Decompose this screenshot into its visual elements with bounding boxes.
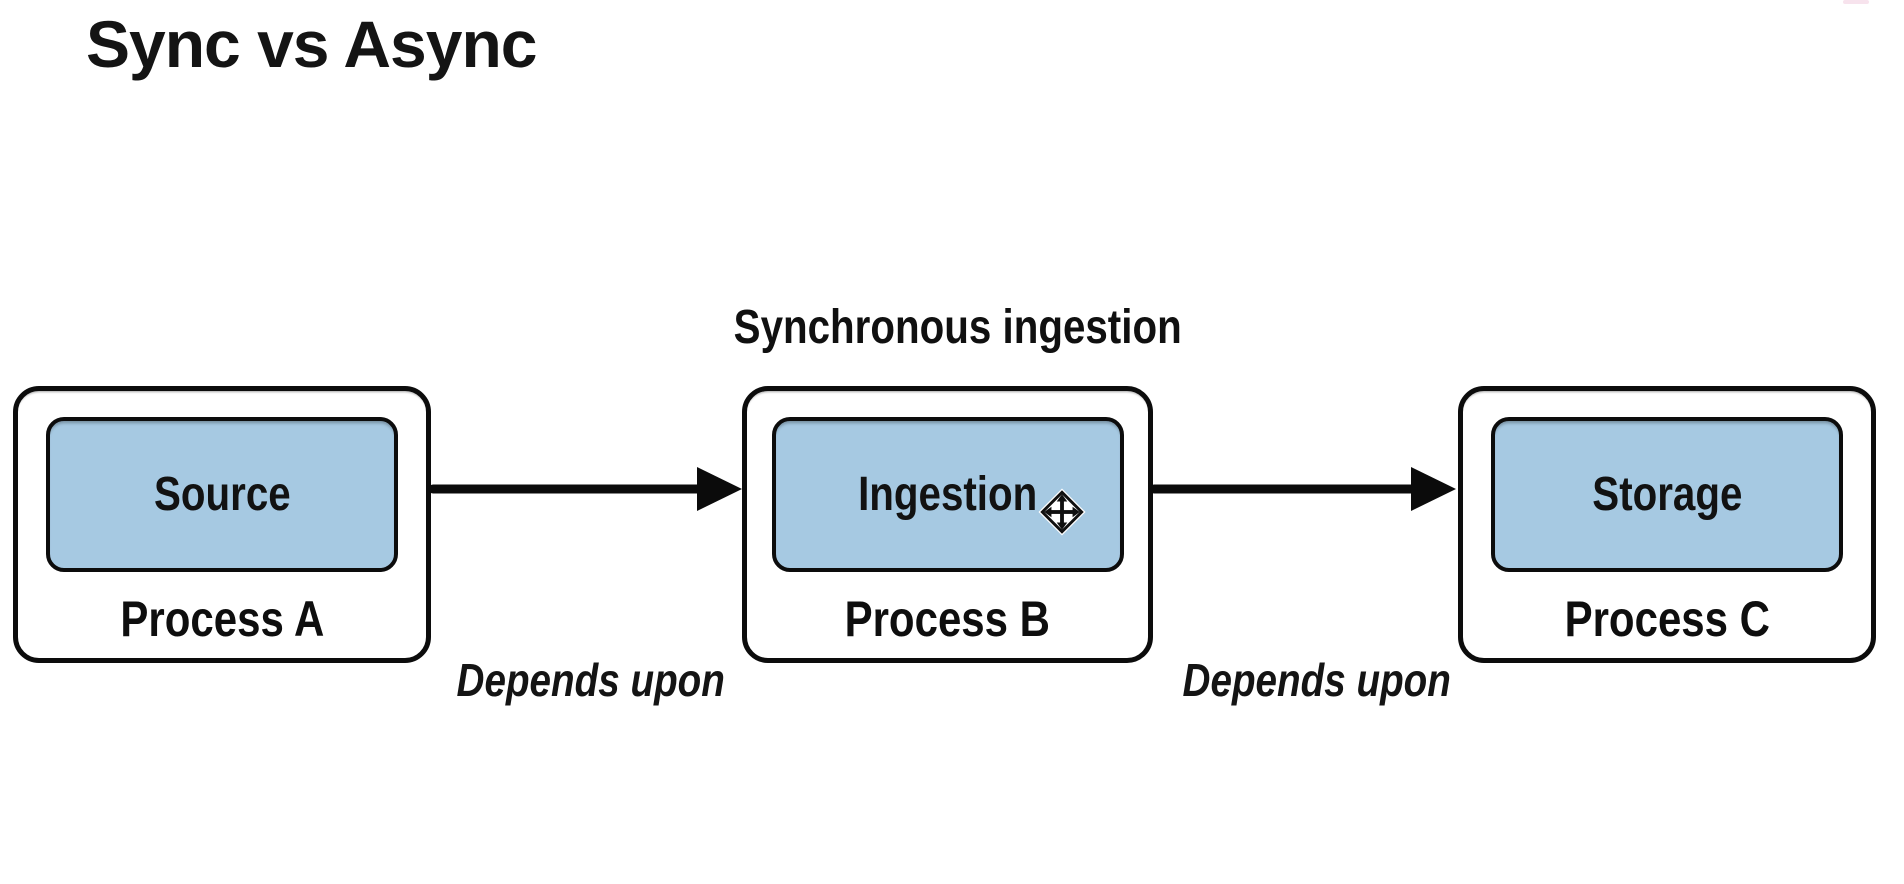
figure-caption-text: Synchronous ingestion <box>733 301 1183 354</box>
process-box-b: Ingestion Process B <box>742 386 1153 663</box>
node-source-label: Source <box>153 468 291 521</box>
edge-label-depends-2-text: Depends upon <box>1182 654 1452 706</box>
process-c-label-text: Process C <box>1564 591 1770 647</box>
figure-caption: Synchronous ingestion <box>655 300 1261 355</box>
arrow-head-icon <box>697 467 742 511</box>
node-source: Source <box>46 417 398 572</box>
screen-artifact <box>1843 0 1869 4</box>
node-ingestion-label: Ingestion <box>857 468 1038 521</box>
arrow-right-connector-2 <box>1149 467 1456 511</box>
process-c-label: Process C <box>1463 590 1871 648</box>
node-storage: Storage <box>1491 417 1843 572</box>
arrow-right-connector-1 <box>428 467 742 511</box>
process-box-a: Source Process A <box>13 386 431 663</box>
process-b-label-text: Process B <box>844 591 1051 647</box>
page-title: Sync vs Async <box>86 7 537 81</box>
process-a-label-text: Process A <box>120 591 324 647</box>
process-b-label: Process B <box>747 590 1148 648</box>
node-storage-label: Storage <box>1591 468 1743 521</box>
edge-label-depends-1: Depends upon <box>431 653 751 707</box>
process-a-label: Process A <box>18 590 426 648</box>
arrow-head-icon <box>1411 467 1456 511</box>
edge-label-depends-1-text: Depends upon <box>456 654 726 706</box>
node-ingestion[interactable]: Ingestion <box>771 417 1124 572</box>
edge-label-depends-2: Depends upon <box>1157 653 1477 707</box>
process-box-c: Storage Process C <box>1458 386 1876 663</box>
